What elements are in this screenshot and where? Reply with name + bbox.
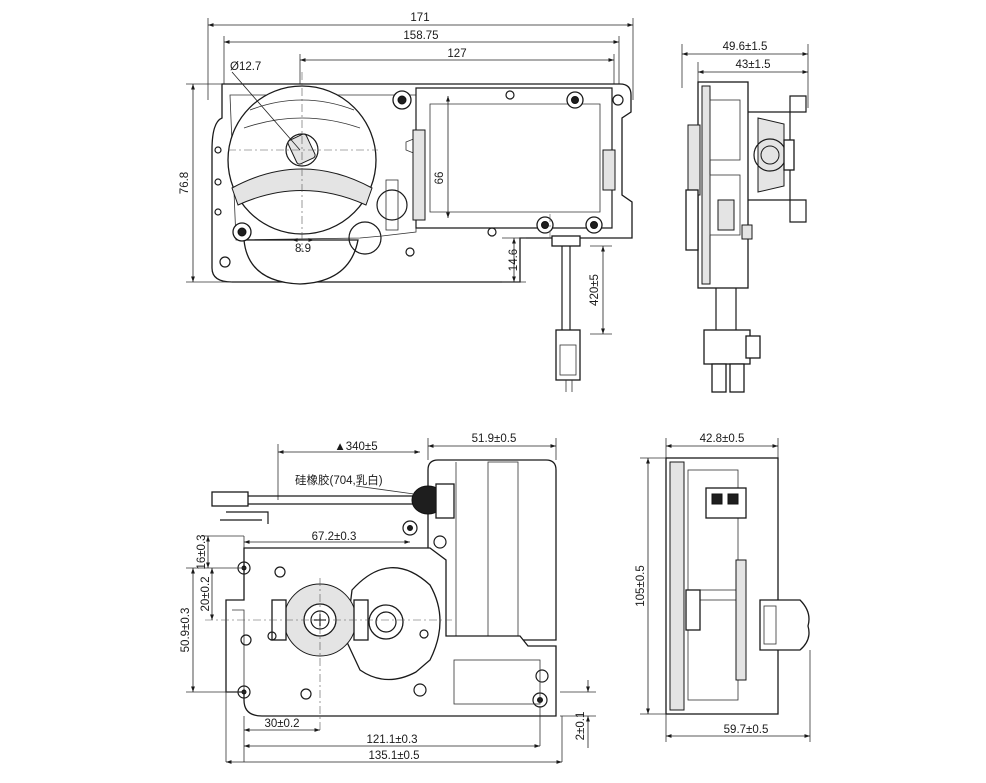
dim-shaft-offset: 8.9: [295, 243, 311, 255]
dim-lead-length: 420±5: [589, 274, 601, 306]
dim-body-depth: 42.8±0.5: [700, 433, 745, 445]
dim-overall-length: 171: [410, 12, 429, 24]
dim-plate-length: 158.75: [403, 30, 438, 42]
top-right-view: 49.6±1.5 43±1.5: [681, 41, 809, 393]
dim-hole-spacing: 127: [447, 48, 466, 60]
dim-box-height: 66: [434, 172, 446, 185]
wire-connector: [211, 491, 249, 507]
dim-overall-width: 135.1±0.5: [368, 750, 419, 762]
dim-bracket-depth: 43±1.5: [735, 59, 770, 71]
output-boss: [368, 604, 404, 640]
bottom-left-view: ▲340±5 51.9±0.5 硅橡胶(704,乳白) 67.2±0.3 16±…: [180, 433, 596, 764]
wire-connector: [703, 329, 751, 365]
dim-total-depth: 49.6±1.5: [723, 41, 768, 53]
dim-total-depth-59: 59.7±0.5: [724, 724, 769, 736]
top-left-view: 171 158.75 127 Ø12.7 76.8 66 8.9 14.6 42…: [179, 12, 634, 392]
dim-motor-width: 51.9±0.5: [472, 433, 517, 445]
socket-connector: [705, 487, 747, 519]
dim-lead-length-340: ▲340±5: [334, 441, 377, 453]
dim-hole-span: 121.1±0.3: [366, 734, 417, 746]
bottom-right-view: 42.8±0.5 105±0.5 59.7±0.5: [635, 433, 811, 742]
dim-lead-offset: 14.6: [508, 249, 520, 271]
dim-height-105: 105±0.5: [635, 565, 647, 607]
wire-connector: [555, 329, 581, 381]
dim-plate-height: 50.9±0.3: [180, 608, 192, 653]
output-boss: [376, 189, 408, 221]
dim-plate-thickness: 2±0.1: [575, 712, 587, 741]
dim-shaft-height: 20±0.2: [200, 576, 212, 611]
dim-hole-offset: 67.2±0.3: [312, 531, 357, 543]
dim-shaft-x: 30±0.2: [264, 718, 299, 730]
dim-top-margin: 16±0.3: [196, 534, 208, 569]
silicone-note: 硅橡胶(704,乳白): [295, 473, 383, 487]
dim-height: 76.8: [179, 172, 191, 194]
dim-shaft-diameter: Ø12.7: [230, 61, 261, 73]
leader-line: [231, 71, 301, 151]
